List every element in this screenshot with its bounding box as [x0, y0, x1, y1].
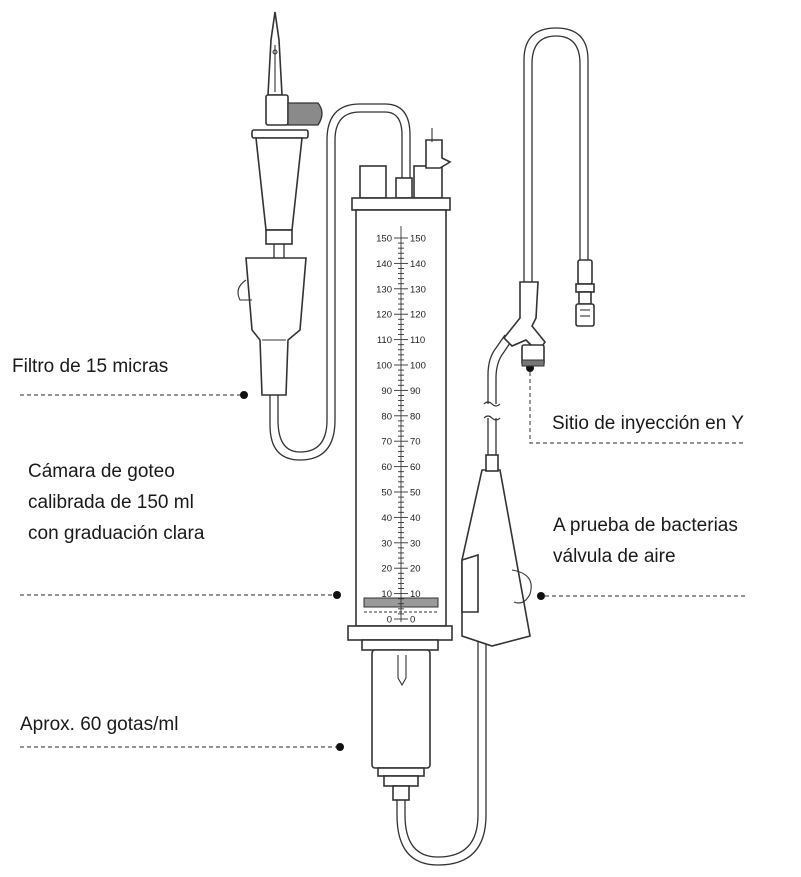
scale-label-left: 70 — [381, 437, 392, 448]
scale-label-left: 130 — [376, 284, 392, 295]
scale-label-right: 70 — [410, 437, 421, 448]
top-air-inlet — [425, 139, 452, 169]
scale-label-right: 20 — [410, 564, 421, 575]
scale-label-right: 40 — [410, 513, 421, 524]
lower-drip-chamber — [371, 649, 431, 769]
scale-label-left: 140 — [376, 259, 392, 270]
scale-label-left: 50 — [381, 488, 392, 499]
top-port-left — [359, 165, 387, 199]
scale-label-right: 30 — [410, 538, 421, 549]
scale-label-right: 140 — [410, 259, 426, 270]
leader-y-site — [529, 372, 745, 444]
luer-connector — [577, 259, 593, 285]
scale-label-left: 120 — [376, 310, 392, 321]
scale-label-left: 0 — [387, 615, 392, 626]
chamber-bottom-cap — [347, 625, 453, 641]
vent-cap — [287, 102, 323, 126]
label-air-valve-line-1: A prueba de bacterias — [553, 515, 738, 536]
label-drip-chamber-line-1: Cámara de goteo — [28, 461, 175, 482]
scale-label-left: 110 — [377, 335, 392, 346]
leader-lines — [20, 364, 745, 751]
top-port-center — [395, 177, 413, 199]
y-site-body — [502, 281, 547, 354]
scale-label-left: 20 — [381, 564, 392, 575]
scale-label-right: 130 — [410, 284, 426, 295]
scale-label-right: 150 — [410, 234, 426, 245]
leader-chamber-dot — [333, 591, 341, 599]
spike-drip-chamber — [255, 137, 303, 231]
leader-drops-dot — [336, 743, 344, 751]
scale-label-left: 10 — [381, 589, 392, 600]
label-air-valve: A prueba de bacterias válvula de aire — [553, 510, 738, 572]
filter-outlet-tubing — [269, 111, 403, 461]
scale-label-left: 80 — [381, 411, 392, 422]
scale-label-left: 100 — [376, 361, 392, 372]
label-drops-per-ml: Aprox. 60 gotas/ml — [20, 714, 179, 735]
leader-filter-dot — [240, 391, 248, 399]
top-port-right — [413, 165, 443, 199]
y-injection-assembly — [487, 27, 595, 404]
label-drip-chamber-line-3: con graduación clara — [28, 523, 205, 544]
scale-label-right: 50 — [410, 488, 421, 499]
label-y-injection-site: Sitio de inyección en Y — [552, 413, 744, 434]
label-filter: Filtro de 15 micras — [12, 356, 169, 377]
micron-filter-body — [245, 257, 307, 396]
scale-label-left: 150 — [376, 234, 392, 245]
scale-label-right: 0 — [410, 615, 415, 626]
scale-label-right: 10 — [410, 589, 421, 600]
scale-label-right: 60 — [410, 462, 421, 473]
scale-label-right: 120 — [410, 310, 426, 321]
scale-label-left: 30 — [381, 538, 392, 549]
label-air-valve-line-2: válvula de aire — [553, 546, 676, 567]
label-drip-chamber-line-2: calibrada de 150 ml — [28, 492, 194, 513]
scale-label-right: 110 — [410, 335, 425, 346]
scale-label-right: 90 — [410, 386, 421, 397]
scale-label-left: 40 — [381, 513, 392, 524]
chamber-top-cap — [351, 197, 451, 211]
vent-connector — [265, 94, 289, 126]
air-valve — [461, 401, 532, 647]
scale-label-right: 100 — [410, 361, 426, 372]
scale-label-left: 90 — [381, 386, 392, 397]
spike-assembly — [237, 11, 411, 461]
leader-air-valve-dot — [537, 592, 545, 600]
scale-label-left: 60 — [381, 462, 392, 473]
upper-tubing-loop — [523, 27, 589, 260]
outlet-tubing — [396, 640, 487, 866]
label-drip-chamber: Cámara de goteo calibrada de 150 ml con … — [28, 456, 204, 549]
scale-label-right: 80 — [410, 411, 421, 422]
